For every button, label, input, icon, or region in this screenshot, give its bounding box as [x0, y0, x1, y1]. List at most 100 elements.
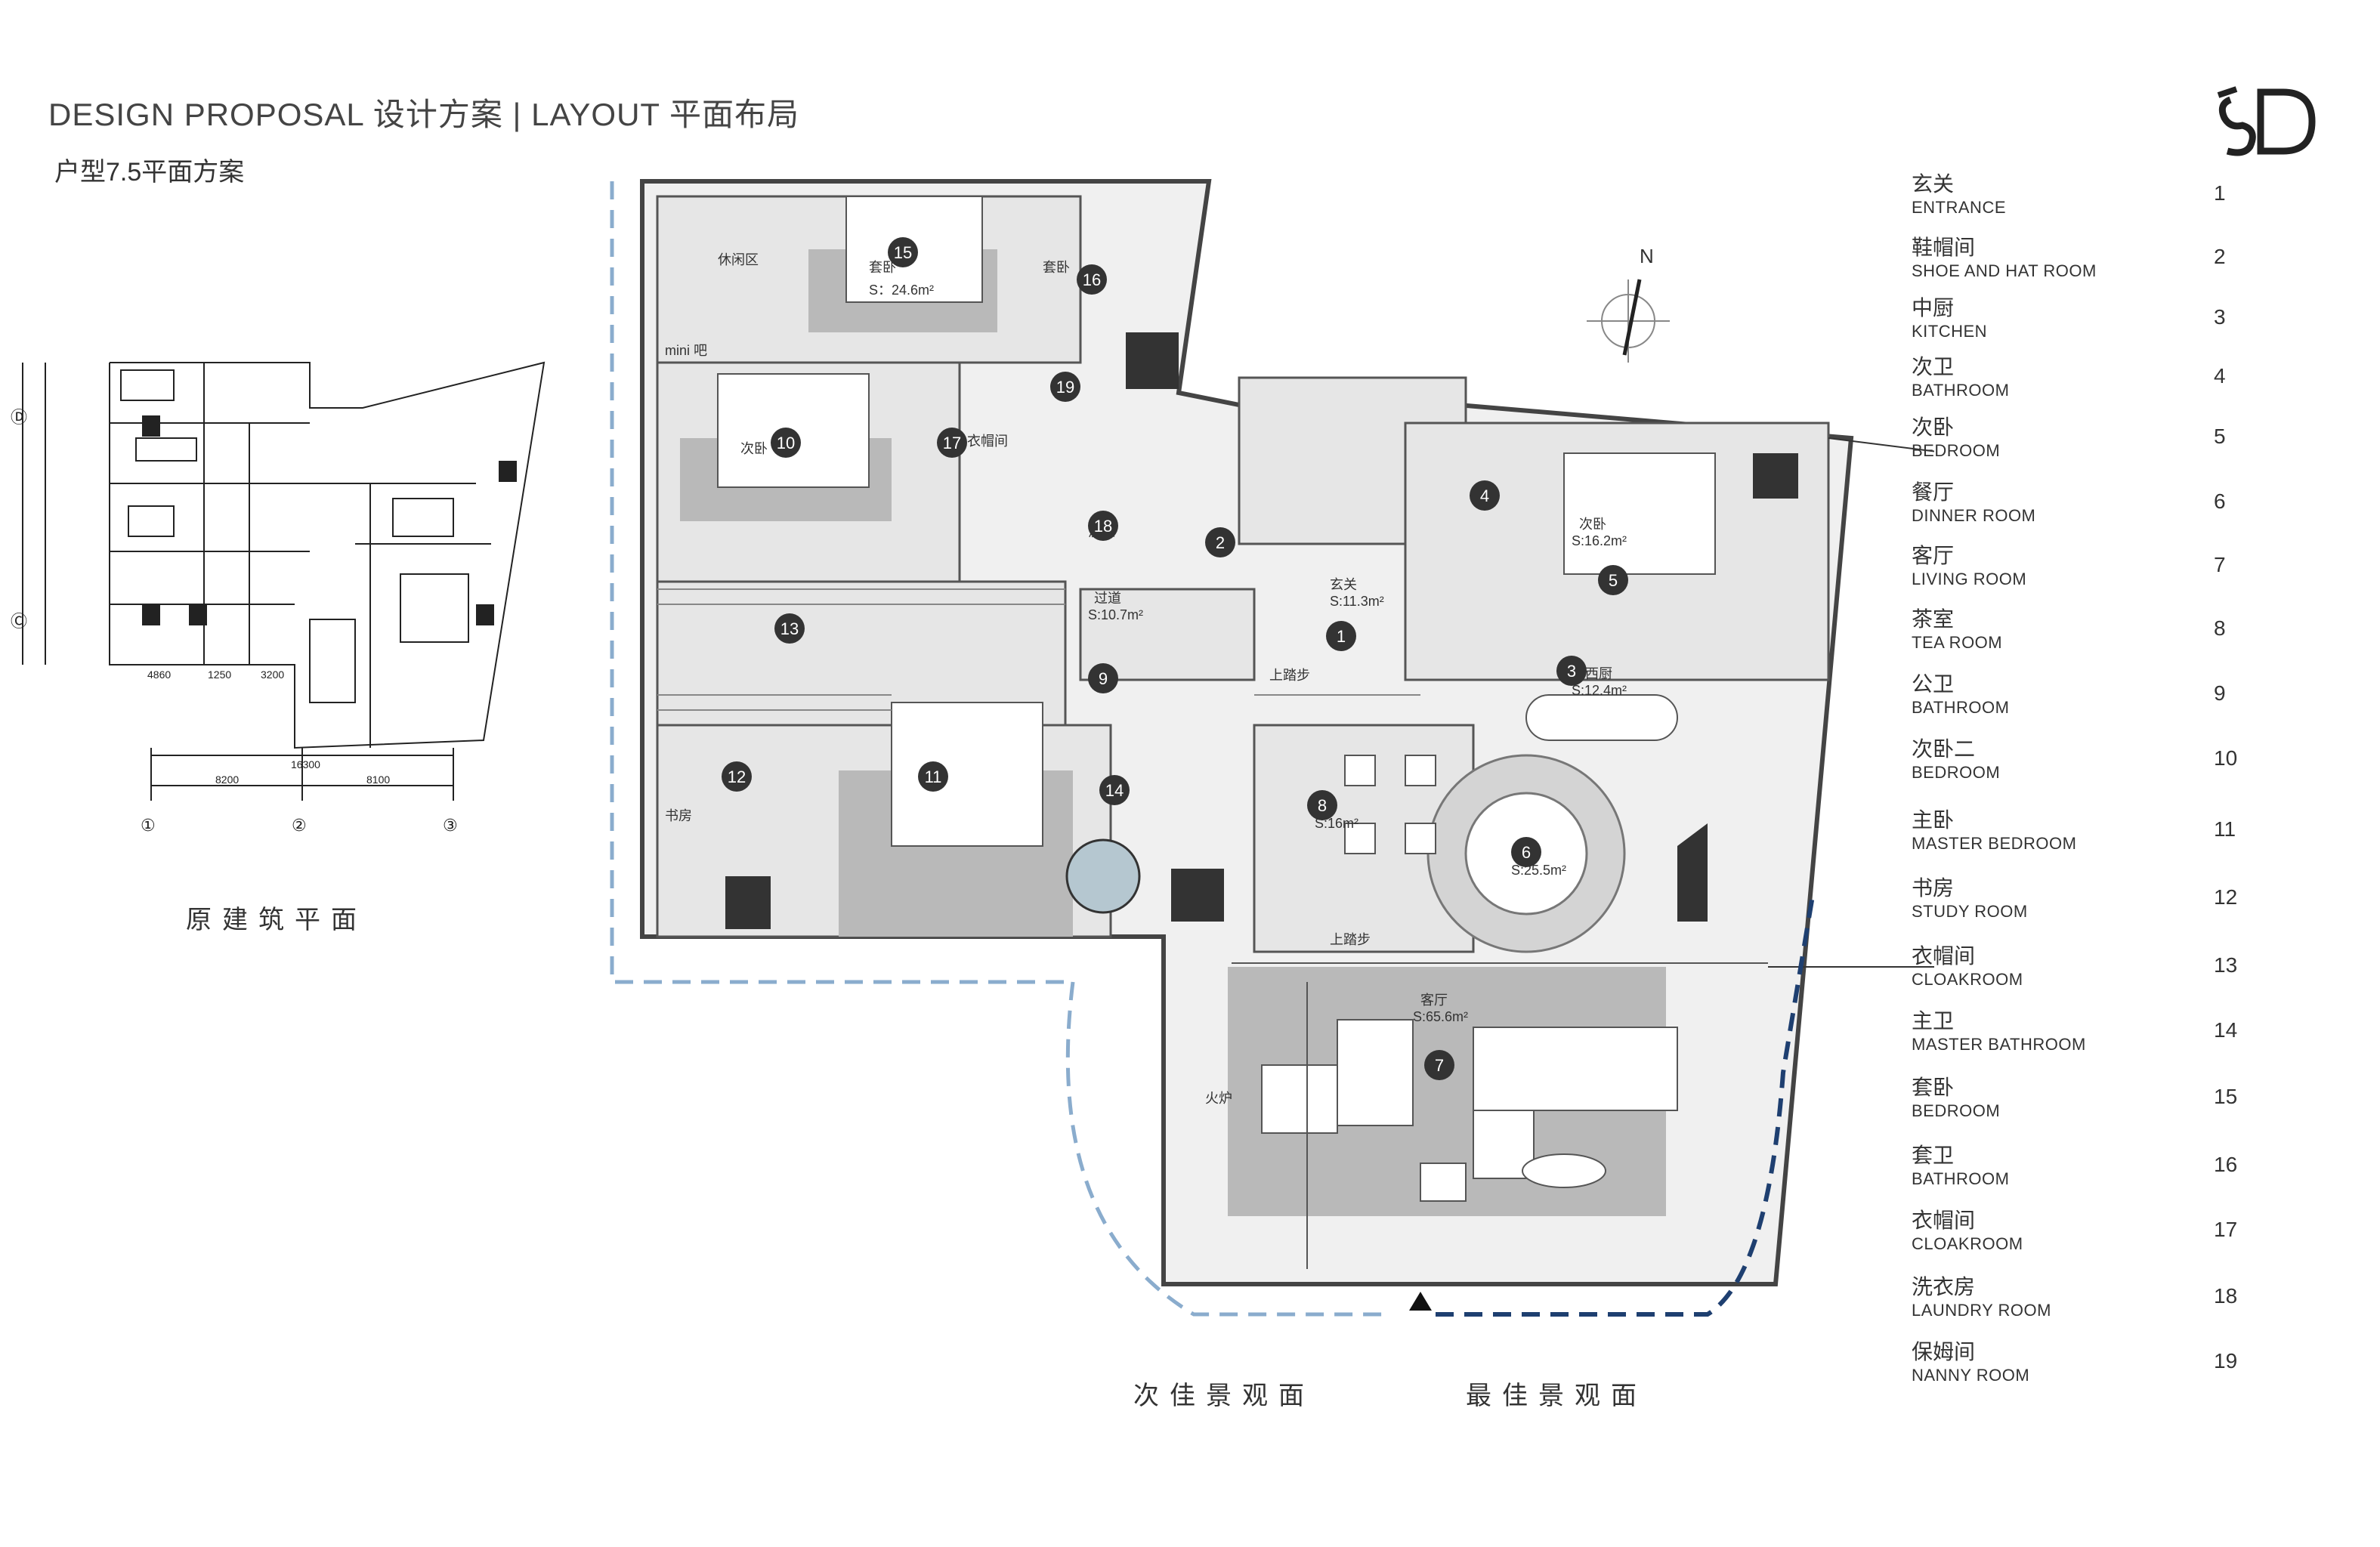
kitchen-island	[1525, 694, 1678, 741]
view-edge	[610, 181, 1073, 984]
room-marker	[1205, 527, 1235, 557]
room-label: mini 吧	[665, 343, 707, 358]
legend-english-label: MASTER BATHROOM	[1912, 1035, 2086, 1054]
dim-label: 8200	[215, 774, 239, 786]
legend-number: 9	[2214, 681, 2226, 705]
dim-label: 4860	[147, 669, 171, 681]
room-marker-number: 13	[780, 619, 799, 638]
room-marker-number: 4	[1480, 486, 1489, 505]
axis-label: ②	[292, 816, 307, 835]
room-marker-number: 9	[1099, 669, 1108, 688]
legend-number: 6	[2214, 489, 2226, 513]
room-label: 次卧	[1579, 517, 1606, 532]
room-marker	[918, 761, 948, 792]
room-marker-number: 19	[1056, 378, 1074, 397]
room-label: 套卧	[1043, 260, 1070, 275]
room-marker	[1511, 837, 1541, 867]
legend-row: 公卫 BATHROOM 9	[1912, 668, 2252, 728]
legend-chinese-label: 公卫	[1912, 672, 1955, 696]
sofa-group	[1261, 1019, 1678, 1202]
dim-label: 1250	[208, 669, 231, 681]
compass: N	[1587, 245, 1670, 363]
room-marker	[771, 428, 801, 458]
dim-label: 3200	[261, 669, 284, 681]
legend-english-label: BEDROOM	[1912, 1101, 2001, 1120]
legend-chinese-label: 中厨	[1912, 296, 1955, 320]
room-marker-number: 6	[1522, 843, 1531, 862]
original-plan-caption: 原建筑平面	[186, 905, 367, 935]
room-marker	[1307, 790, 1337, 820]
legend-row: 套卫 BATHROOM 16	[1912, 1139, 2252, 1200]
legend-english-label: CLOAKROOM	[1912, 1234, 2023, 1253]
secondary-view-caption: 次佳景观面	[1133, 1381, 1315, 1411]
room-marker-number: 3	[1567, 662, 1576, 681]
room-label: 玄关	[1330, 577, 1357, 592]
legend-number: 19	[2214, 1349, 2238, 1373]
legend-english-label: BATHROOM	[1912, 698, 2010, 717]
room-marker-number: 8	[1318, 796, 1327, 815]
legend-english-label: SHOE AND HAT ROOM	[1912, 261, 2097, 280]
legend-english-label: CLOAKROOM	[1912, 970, 2023, 989]
legend-number: 4	[2214, 364, 2226, 388]
legend-chinese-label: 次卧	[1912, 415, 1955, 439]
legend-chinese-label: 衣帽间	[1912, 1209, 1976, 1232]
room-marker-number: 10	[777, 434, 795, 452]
room-marker	[937, 428, 967, 458]
room-marker-number: 2	[1216, 533, 1225, 552]
axis-label: Ⓒ	[11, 612, 27, 631]
legend-chinese-label: 餐厅	[1912, 480, 1955, 504]
room-marker	[1088, 511, 1118, 541]
room-marker-number: 1	[1337, 627, 1346, 646]
room-marker-number: 14	[1105, 781, 1124, 800]
legend-chinese-label: 茶室	[1912, 607, 1955, 631]
legend-row: 玄关 ENTRANCE 1	[1912, 168, 2252, 228]
legend-english-label: DINNER ROOM	[1912, 506, 2036, 525]
legend-chinese-label: 衣帽间	[1912, 944, 1976, 968]
legend-row: 鞋帽间 SHOE AND HAT ROOM 2	[1912, 231, 2252, 292]
brand-logo	[2217, 86, 2316, 156]
room-marker-number: 11	[925, 767, 942, 786]
original-building-plan: ① ② ③ Ⓓ Ⓒ 8200 16300 8100 4860 1250 3200	[11, 361, 546, 835]
legend-english-label: MASTER BEDROOM	[1912, 834, 2077, 853]
legend-number: 1	[2214, 181, 2226, 205]
legend-chinese-label: 主卧	[1912, 808, 1955, 832]
legend-english-label: BATHROOM	[1912, 381, 2010, 400]
bathtub	[1065, 838, 1141, 914]
room-marker	[888, 237, 918, 267]
dim-label: 16300	[291, 758, 320, 770]
main-floor-plan: N 休闲区 mini 吧 套卧 S：24.6m² 套卧 次卧 衣帽间 洗衣 过道…	[610, 179, 1934, 1317]
legend-number: 2	[2214, 245, 2226, 268]
legend-chinese-label: 书房	[1912, 876, 1955, 900]
legend-chinese-label: 鞋帽间	[1912, 236, 1976, 259]
room-label: S:16.2m²	[1572, 533, 1627, 548]
tea-table	[1344, 755, 1436, 854]
legend-english-label: ENTRANCE	[1912, 198, 2007, 217]
legend-english-label: BATHROOM	[1912, 1169, 2010, 1188]
legend-number: 10	[2214, 746, 2238, 770]
room-label: 休闲区	[718, 252, 759, 267]
room-marker	[1556, 656, 1587, 686]
legend-number: 16	[2214, 1153, 2238, 1176]
compass-label: N	[1640, 245, 1654, 267]
room-marker	[1077, 264, 1107, 295]
room-marker-number: 15	[894, 243, 912, 262]
axis-label: Ⓓ	[11, 408, 27, 427]
room-marker	[1598, 565, 1628, 595]
legend-english-label: TEA ROOM	[1912, 633, 2003, 652]
legend-chinese-label: 套卫	[1912, 1144, 1955, 1167]
legend-english-label: NANNY ROOM	[1912, 1366, 2030, 1385]
legend-chinese-label: 玄关	[1912, 172, 1955, 196]
page-subtitle: 户型7.5平面方案	[54, 158, 245, 187]
room-label: 衣帽间	[967, 434, 1008, 449]
room-marker	[1050, 372, 1080, 402]
axis-label: ③	[443, 816, 458, 835]
